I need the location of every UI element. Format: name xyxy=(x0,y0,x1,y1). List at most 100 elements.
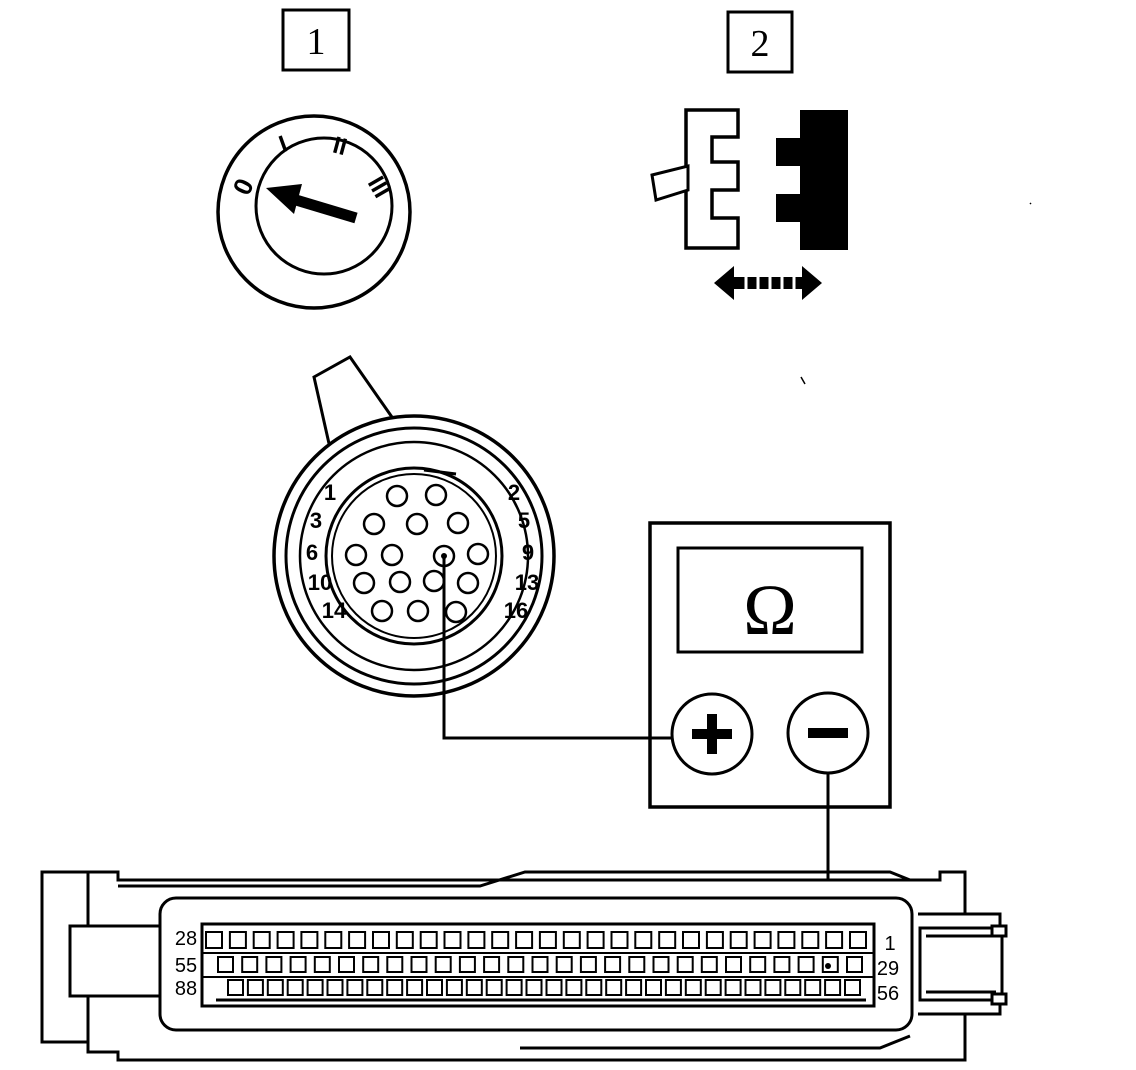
ecu-pin xyxy=(507,956,525,973)
ecu-pin xyxy=(625,979,643,996)
ohmmeter-display xyxy=(676,546,864,654)
pin-label-14: 14 xyxy=(322,598,347,623)
disconnect-connector-icon xyxy=(650,108,848,300)
ecu-pin xyxy=(227,979,244,996)
pin-label-1: 1 xyxy=(324,480,336,505)
ecu-pin xyxy=(531,956,549,973)
pin-label-16: 16 xyxy=(504,598,528,623)
pin-label-9: 9 xyxy=(522,540,534,565)
ecu-pin xyxy=(515,931,534,949)
ecu-pin xyxy=(338,956,355,973)
step-1-label-box: 1 xyxy=(281,8,351,72)
pin-label-10: 10 xyxy=(308,570,332,595)
ecu-pin xyxy=(426,979,443,996)
ecu-pin xyxy=(372,931,390,949)
ecu-pin xyxy=(246,979,264,996)
ecu-pin xyxy=(276,931,295,949)
ignition-key-arrow-icon xyxy=(266,184,358,224)
pin-label-2: 2 xyxy=(508,480,520,505)
positive-terminal[interactable]: + xyxy=(0,0,754,776)
ecu-pin xyxy=(465,979,483,996)
ecu-pin xyxy=(406,979,424,996)
ecu-pin xyxy=(362,956,380,973)
ecu-pin xyxy=(652,956,670,973)
ecu-row-label-right-56: 56 xyxy=(877,983,899,1005)
ecu-pin xyxy=(773,956,791,973)
ecu-pin xyxy=(744,979,762,996)
ecu-pin xyxy=(386,956,404,973)
ecu-pin xyxy=(306,979,324,996)
ecu-pin xyxy=(784,979,802,996)
ecu-pin xyxy=(366,979,384,996)
connector-pin-tested xyxy=(444,600,468,624)
ecu-pin xyxy=(658,931,677,949)
plus-icon xyxy=(692,714,732,754)
ecu-pin xyxy=(419,931,438,949)
ecu-pin xyxy=(749,956,767,973)
ecu-row-label-left-28: 28 xyxy=(175,928,197,950)
ecu-pin xyxy=(684,979,702,996)
ecu-pin xyxy=(628,956,646,973)
ecu-pin xyxy=(562,931,581,949)
ecu-pin xyxy=(604,956,622,973)
ecu-pin xyxy=(217,956,234,973)
ecu-pin xyxy=(286,979,304,996)
ecu-pin xyxy=(483,956,501,973)
ecu-pin xyxy=(705,931,724,949)
ecu-pin xyxy=(434,956,452,973)
ecu-pin xyxy=(682,931,700,949)
ecu-pin xyxy=(610,931,629,949)
connector-pin xyxy=(370,599,394,623)
step-2-number: 2 xyxy=(751,23,770,65)
ignition-switch-icon: 0 I II III xyxy=(216,114,412,310)
ecu-pin xyxy=(729,931,748,949)
ecu-row-label-left-88: 88 xyxy=(175,978,197,1000)
ecu-pin xyxy=(700,956,718,973)
ecu-pin xyxy=(443,931,462,949)
ecu-pin xyxy=(777,931,796,949)
connector-pin xyxy=(362,512,386,536)
ecu-pin xyxy=(664,979,682,996)
ecu-pin xyxy=(505,979,523,996)
ecu-pin xyxy=(645,979,662,996)
ecu-pin xyxy=(485,979,503,996)
ecu-pin xyxy=(764,979,782,996)
ecu-pin xyxy=(634,931,653,949)
ecu-pin xyxy=(824,979,842,996)
ecu-pin xyxy=(846,956,863,973)
ecu-pin xyxy=(724,979,742,996)
test-lead-positive xyxy=(442,556,672,740)
disconnect-double-arrow-icon xyxy=(714,266,822,300)
ecu-pin xyxy=(467,931,486,949)
ecu-pin xyxy=(266,979,284,996)
ecu-pin xyxy=(555,956,573,973)
ecu-pin xyxy=(300,931,319,949)
ecu-pin xyxy=(704,979,722,996)
connector-pin xyxy=(388,570,412,594)
connector-pin xyxy=(344,543,368,567)
connector-pin xyxy=(424,483,448,507)
ecu-pin xyxy=(545,979,563,996)
ecu-pin xyxy=(538,931,557,949)
ecu-pin xyxy=(585,979,603,996)
ecu-row-label-left-55: 55 xyxy=(175,955,197,977)
ecu-pin xyxy=(565,979,583,996)
ecu-pin xyxy=(228,931,247,949)
ecu-pin xyxy=(346,979,364,996)
connector-pin xyxy=(380,543,404,567)
step-2-label-box: 2 xyxy=(726,10,794,74)
ecu-pin xyxy=(825,931,844,949)
round-connector-16-pin: 1 2 3 5 6 9 10 13 14 16 xyxy=(272,355,556,698)
pin-label-13: 13 xyxy=(515,570,539,595)
connector-pin xyxy=(385,484,409,508)
ecu-pin xyxy=(458,956,476,973)
ecu-pin xyxy=(844,979,861,996)
ecu-pin xyxy=(445,979,463,996)
scan-specks xyxy=(800,202,1032,385)
step-1-number: 1 xyxy=(307,21,326,63)
round-connector-pins xyxy=(344,483,490,624)
ecu-row-label-right-1: 1 xyxy=(884,933,895,955)
ecu-pin xyxy=(289,956,307,973)
ohmmeter: Ω + − xyxy=(0,0,892,809)
